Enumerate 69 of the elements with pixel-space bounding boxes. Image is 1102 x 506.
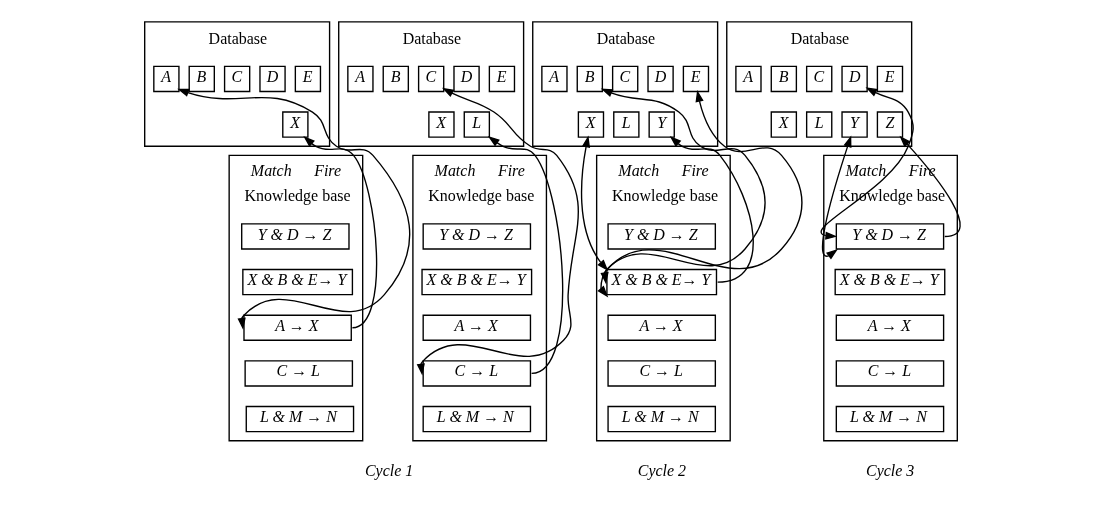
arrow — [580, 135, 609, 272]
node-box: E — [488, 65, 516, 93]
node-box: E — [682, 65, 710, 93]
node-box: D — [259, 65, 286, 93]
node-box: L — [463, 111, 491, 138]
node-box: X — [282, 111, 309, 138]
arrow — [669, 136, 754, 283]
node-box: C — [223, 65, 251, 93]
node-box: D — [841, 65, 868, 93]
node-box: C — [805, 65, 833, 93]
node-box: X & B & E→ Y — [421, 268, 533, 296]
node-box: L & M → N — [607, 405, 717, 433]
node-box: A → X — [607, 314, 717, 341]
node-box: A → X — [422, 314, 532, 341]
node-box: E — [294, 65, 322, 93]
node-box: A → X — [835, 314, 945, 341]
node-box: C → L — [607, 360, 717, 387]
node-box: A — [347, 65, 374, 93]
node-box: A — [735, 65, 762, 93]
label: Cycle 1 — [364, 461, 414, 479]
node-label: Match — [250, 162, 292, 180]
node-box: L — [805, 111, 833, 138]
label: Cycle 2 — [637, 461, 687, 479]
node-label: Match — [618, 162, 660, 180]
node-box: Y & D → Z — [241, 223, 350, 250]
arrow — [177, 88, 411, 330]
label: Cycle 3 — [866, 461, 915, 479]
arrow — [821, 135, 852, 260]
node-box: X & B & E→ Y — [606, 268, 718, 296]
node-box: A — [153, 65, 180, 93]
node-box: X — [577, 111, 605, 138]
node-box: Y — [648, 111, 675, 138]
node-box: C → L — [835, 360, 945, 387]
arrow — [416, 87, 579, 376]
node-box: X — [770, 111, 798, 138]
node-box: Y & D → Z — [607, 223, 717, 250]
node-box: Z — [876, 111, 904, 138]
node-box: B — [188, 65, 215, 93]
node-box: C — [611, 65, 639, 93]
node-box: L — [613, 111, 640, 138]
node-box: L & M → N — [835, 405, 945, 433]
node-label: Match — [434, 162, 476, 180]
node-box: L & M → N — [245, 405, 355, 433]
node-box: Y & D → Z — [422, 223, 532, 250]
arrow — [820, 87, 914, 240]
node-box: C → L — [244, 360, 354, 387]
arrow — [899, 135, 961, 238]
node-box: C — [417, 65, 445, 93]
node-label: Match — [845, 162, 887, 180]
node-box: B — [770, 65, 798, 93]
node-box: D — [453, 65, 480, 93]
node-label: Fire — [681, 162, 709, 180]
node-box: A → X — [243, 314, 352, 341]
node-box: B — [382, 65, 410, 93]
arrow — [487, 136, 564, 375]
node-box: C → L — [422, 360, 532, 387]
node-label: Fire — [314, 162, 342, 180]
node-box: Y — [841, 111, 868, 138]
node-box: X & B & E→ Y — [834, 268, 946, 296]
node-box: X & B & E→ Y — [242, 268, 354, 296]
node-label: Fire — [497, 162, 525, 180]
node-box: D — [647, 65, 674, 93]
node-box: B — [576, 65, 604, 93]
node-box: L & M → N — [422, 405, 532, 433]
arrow — [303, 136, 378, 329]
node-box: E — [876, 65, 904, 93]
node-box: X — [428, 111, 455, 138]
node-box: A — [541, 65, 568, 93]
node-box: Y & D → Z — [835, 223, 945, 250]
